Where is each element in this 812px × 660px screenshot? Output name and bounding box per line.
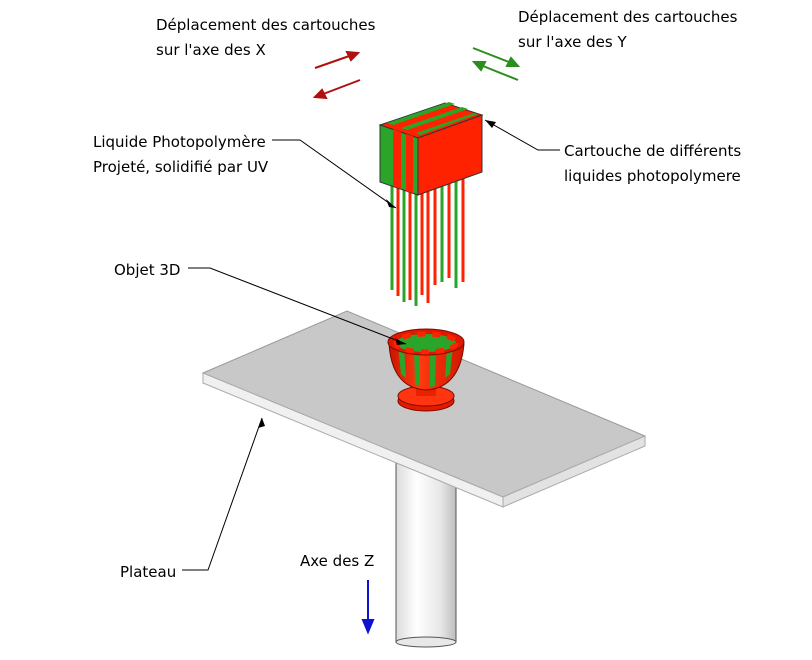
- y-motion-label-line2: sur l'axe des Y: [518, 33, 627, 51]
- liquid-label-line1: Liquide Photopolymère: [93, 133, 266, 151]
- liquid-leader: [272, 139, 397, 209]
- plate-leader: [182, 417, 263, 571]
- z-axis-arrow-icon: [361, 580, 375, 635]
- x-arrow-right-icon: [314, 50, 361, 69]
- cartridge: [378, 102, 484, 196]
- leader-lines: [182, 119, 560, 571]
- y-motion-arrows: [471, 47, 521, 81]
- z-axis-label: Axe des Z: [300, 552, 374, 570]
- object-3d: [387, 328, 465, 412]
- cartridge-label-line2: liquides photopolymere: [564, 167, 741, 185]
- cartridge-label-line1: Cartouche de différents: [564, 142, 741, 160]
- x-motion-label-line2: sur l'axe des X: [156, 41, 266, 59]
- x-motion-label-line1: Déplacement des cartouches: [156, 16, 376, 34]
- plate-label: Plateau: [120, 563, 176, 581]
- cup-green-stripes: [398, 346, 453, 387]
- y-arrow-left-icon: [471, 61, 519, 81]
- cartridge-leader: [484, 119, 560, 151]
- x-motion-arrows: [312, 50, 361, 100]
- object-leader: [188, 267, 407, 345]
- liquid-label-line2: Projeté, solidifié par UV: [93, 158, 269, 176]
- leader-arrowheads: [258, 120, 496, 428]
- x-arrow-left-icon: [312, 79, 361, 100]
- y-motion-label-line1: Déplacement des cartouches: [518, 8, 738, 26]
- y-arrow-right-icon: [472, 47, 521, 67]
- object-label: Objet 3D: [114, 261, 180, 279]
- liquid-jets: [390, 175, 465, 306]
